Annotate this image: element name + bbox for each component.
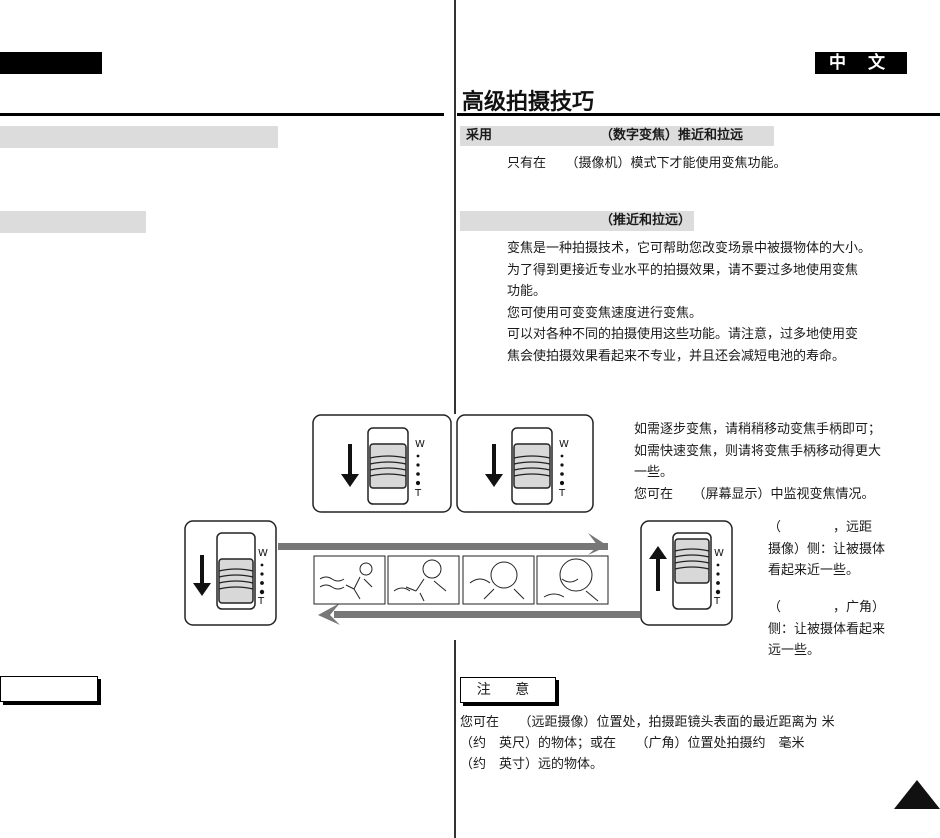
switch-w-label: W [415, 439, 425, 450]
left-section-bar-2 [0, 211, 146, 233]
left-page-rule [0, 113, 444, 116]
zoom-switch-panel-1: W T [312, 414, 452, 513]
paragraph-line: 您可使用可变变焦速度进行变焦。 [507, 305, 703, 321]
step-zoom-text: 如需逐步变焦，请稍稍移动变焦手柄即可； 如需快速变焦，则请将变焦手柄移动得更大 … [634, 419, 906, 505]
section-heading-digital-zoom: 采用 （数字变焦）推近和拉远 [460, 126, 774, 146]
arrow-left [318, 603, 640, 625]
zoom-switch-panel-left: W T [184, 520, 277, 626]
page-title: 高级拍摄技巧 [462, 90, 595, 115]
camera-mode-text: 只有在 （摄像机）模式下才能使用变焦功能。 [507, 156, 787, 171]
paragraph-line: 变焦是一种拍摄技术，它可帮助您改变场景中被摄物体的大小。 [507, 241, 872, 256]
paragraph-line: （约 英寸）远的物体。 [460, 757, 604, 772]
paragraph-line: 功能。 [507, 284, 547, 299]
paragraph-line: 侧：让被摄体看起来 [768, 621, 886, 637]
photo-frames [313, 555, 609, 605]
paragraph-line: （ ，远距 [768, 520, 873, 535]
switch-t-label: T [257, 596, 265, 607]
tele-side-text: （ ，远距 摄像）侧：让被摄体 看起来近一些。 [768, 517, 908, 582]
left-section-bar-1 [0, 126, 278, 148]
page-divider-top [454, 0, 456, 414]
section-heading-label-right: （数字变焦）推近和拉远 [600, 128, 744, 143]
page-divider-bottom [454, 640, 456, 838]
note-text: 您可在 （远距摄像）位置处，拍摄距镜头表面的最近距离为 米 （约 英尺）的物体；… [460, 712, 900, 775]
paragraph-line: （ ，广角） [768, 600, 886, 615]
paragraph-line: 可以对各种不同的拍摄使用这些功能。请注意，过多地使用变 [507, 327, 859, 342]
zoom-description: 变焦是一种拍摄技术，它可帮助您改变场景中被摄物体的大小。 为了得到更接近专业水平… [507, 238, 905, 367]
paragraph-line: 您可在 （远距摄像）位置处，拍摄距镜头表面的最近距离为 米 [460, 715, 835, 730]
note-title: 注 意 [460, 677, 556, 703]
switch-t-label: T [558, 488, 566, 499]
zoom-switch-panel-right: W T [640, 520, 733, 626]
switch-t-label: T [713, 596, 721, 607]
paragraph-line: 如需逐步变焦，请稍稍移动变焦手柄即可； [634, 422, 882, 437]
paragraph-line: （约 英尺）的物体；或在 （广角）位置处拍摄约 毫米 [460, 736, 805, 751]
paragraph-line: 摄像）侧：让被摄体 [768, 541, 886, 557]
next-page-arrow-icon[interactable] [893, 780, 940, 810]
paragraph-line: 焦会使拍摄效果看起来不专业，并且还会减短电池的寿命。 [507, 348, 846, 364]
section-heading-zoom-label: （推近和拉远） [600, 213, 692, 228]
paragraph-line: 您可在 （屏幕显示）中监视变焦情况。 [634, 486, 875, 502]
switch-w-label: W [258, 548, 268, 559]
right-page-rule [457, 113, 940, 116]
paragraph-line: 远一些。 [768, 643, 821, 658]
paragraph-line: 为了得到更接近专业水平的拍摄效果，请不要过多地使用变焦 [507, 262, 859, 278]
zoom-switch-panels-top: W T W T [312, 414, 594, 513]
paragraph-line: 如需快速变焦，则请将变焦手柄移动得更大 [634, 443, 882, 459]
switch-t-label: T [414, 488, 422, 499]
section-heading-label-left: 采用 [466, 128, 493, 143]
language-badge: 中 文 [815, 52, 907, 74]
left-note-box [0, 676, 98, 702]
zoom-sequence-illustration: W T W [184, 520, 733, 626]
switch-w-label: W [559, 439, 569, 450]
switch-w-label: W [714, 548, 724, 559]
paragraph-line: 一些。 [634, 465, 674, 480]
paragraph-line: 看起来近一些。 [768, 563, 860, 578]
arrow-right [278, 533, 608, 555]
left-page-header-bar [0, 52, 102, 74]
section-heading-zoom: （推近和拉远） [460, 211, 694, 231]
wide-side-text: （ ，广角） 侧：让被摄体看起来 远一些。 [768, 597, 916, 662]
zoom-switch-panel-2: W T [456, 414, 594, 513]
